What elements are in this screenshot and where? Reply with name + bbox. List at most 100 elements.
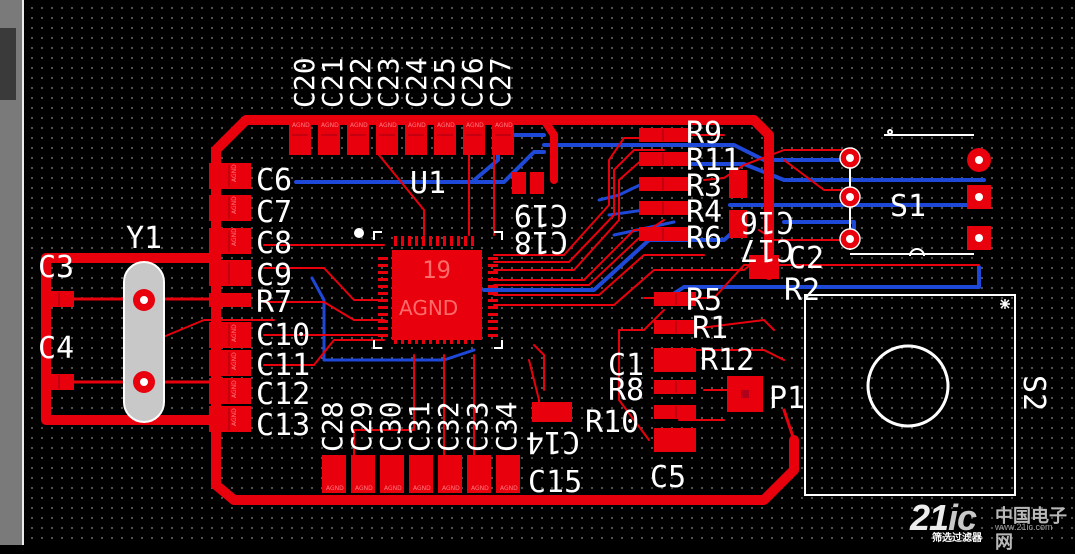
filter-status-text: 筛选过滤器 [932,533,982,544]
pcb-layout[interactable]: .tr{fill:none;stroke:#e8000c;stroke-line… [24,0,1075,545]
u1-pin [415,236,418,246]
s1-switch[interactable] [839,129,991,257]
svg-text:AGND: AGND [231,228,238,246]
crystal-caps[interactable] [44,291,74,390]
u1-pin [488,285,498,288]
svg-text:AGND: AGND [399,296,458,320]
label-c10: C10 [256,318,310,353]
label-c13: C13 [256,408,310,443]
u1-pin [429,236,432,246]
label-c6: C6 [256,163,292,198]
svg-text:AGND: AGND [413,485,431,492]
label-c24: C24 [400,57,433,108]
svg-text:AGND: AGND [437,122,455,129]
u1-pin [488,299,498,302]
label-c29: C29 [345,401,378,452]
svg-text:AGND: AGND [500,485,518,492]
label-c1: C1 [608,348,644,383]
u1-pin [450,236,453,246]
label-c14: C14 [526,424,580,459]
label-c16: C16 [740,204,794,239]
svg-text:AGND: AGND [231,164,238,182]
label-c9: C9 [256,258,292,293]
u1-pin [422,236,425,246]
resistor-column[interactable] [639,128,779,279]
watermark-url: www.21ic.com [995,522,1053,532]
label-r3: R3 [686,169,722,204]
label-r11: R11 [686,143,740,178]
label-s2: S2 [1016,375,1051,411]
u1-pin [378,313,388,316]
u1-pin [378,264,388,267]
svg-text:AGND: AGND [471,485,489,492]
label-y1: Y1 [126,221,162,256]
p1-pad[interactable] [727,376,763,412]
u1-pin [436,236,439,246]
label-c15: C15 [528,465,582,500]
u1-chip[interactable]: 19 AGND [354,228,503,349]
u1-pin [378,257,388,260]
svg-text:AGND: AGND [384,485,402,492]
u1-pin [378,327,388,330]
left-panel-tab[interactable] [0,28,16,100]
u1-pin [488,271,498,274]
svg-text:AGND: AGND [326,485,344,492]
svg-text:AGND: AGND [292,122,310,129]
top-caps-array[interactable]: AGND AGND AGND AGND AGND AGND AGND AGND [289,115,514,155]
label-c31: C31 [403,401,436,452]
u1-pin [464,236,467,246]
label-r10: R10 [585,405,639,440]
svg-text:AGND: AGND [231,196,238,214]
bottom-caps-array[interactable]: AGND AGND AGND AGND AGND AGND AGND [322,455,520,493]
u1-pin [488,292,498,295]
label-r12: R12 [700,343,754,378]
pcb-canvas[interactable]: .tr{fill:none;stroke:#e8000c;stroke-line… [24,0,1075,545]
svg-text:AGND: AGND [355,485,373,492]
label-c5: C5 [650,460,686,495]
label-c33: C33 [461,401,494,452]
label-u1: U1 [410,166,446,201]
u1-pin [378,334,388,337]
svg-text:AGND: AGND [408,122,426,129]
label-c12: C12 [256,377,310,412]
silkscreen-labels: Y1 C3 C4 C6 C7 C8 C9 R7 C10 C11 C12 C13 … [38,57,1051,500]
s2-encoder[interactable] [804,294,1016,496]
u1-pin [488,327,498,330]
svg-text:AGND: AGND [231,352,238,370]
label-r1: R1 [692,311,728,346]
u1-pin [401,236,404,246]
u1-pin [378,320,388,323]
label-c27: C27 [484,57,517,108]
label-c34: C34 [490,401,523,452]
u1-pin [378,278,388,281]
u1-pin [378,285,388,288]
svg-text:AGND: AGND [442,485,460,492]
label-c30: C30 [374,401,407,452]
label-c11: C11 [256,348,310,383]
label-c3: C3 [38,250,74,285]
label-r4: R4 [686,195,722,230]
label-c4: C4 [38,331,74,366]
label-s1: S1 [890,189,926,224]
u1-pin [488,264,498,267]
svg-text:AGND: AGND [231,380,238,398]
label-c25: C25 [428,57,461,108]
svg-text:AGND: AGND [495,122,513,129]
svg-text:AGND: AGND [379,122,397,129]
c18-c19-pads[interactable] [512,172,544,194]
label-r7: R7 [256,285,292,320]
label-c28: C28 [316,401,349,452]
label-p1: P1 [769,381,805,416]
label-r2: R2 [784,273,820,308]
u1-pin [457,236,460,246]
svg-text:AGND: AGND [231,324,238,342]
y1-crystal[interactable] [123,261,165,423]
u1-pin [394,236,397,246]
label-c2: C2 [788,241,824,276]
lower-right-pads[interactable] [532,292,696,452]
label-c20: C20 [288,57,321,108]
label-c7: C7 [256,195,292,230]
left-caps-column[interactable]: AGND AGND AGND AGND AGND AGND AGND [209,163,251,432]
label-c22: C22 [344,57,377,108]
label-r5: R5 [686,283,722,318]
